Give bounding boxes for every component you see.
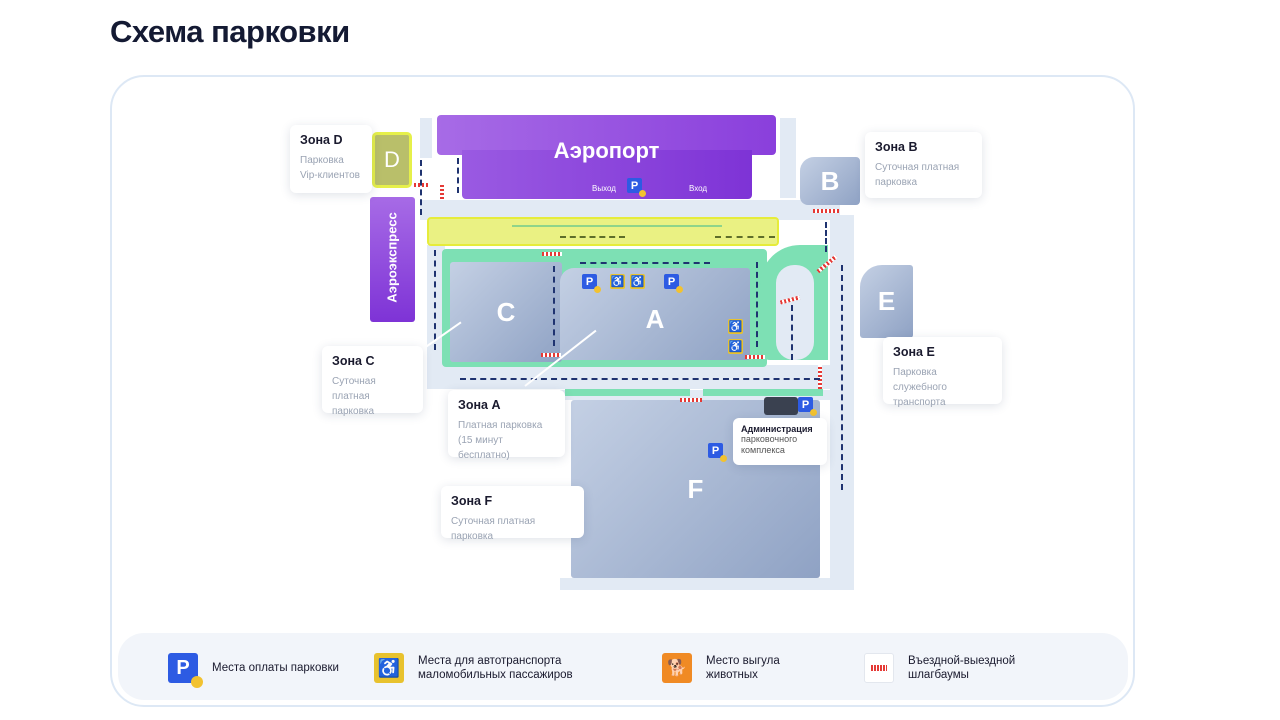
- green-strip: [565, 389, 690, 396]
- parking-payment-icon: P: [627, 178, 646, 197]
- callout-zone-c: Зона C Суточная платная парковка: [322, 346, 423, 417]
- callout-title: Администрация: [741, 424, 813, 434]
- callout-admin: Администрация парковочного комплекса: [733, 418, 827, 465]
- callout-text: парковка: [332, 406, 375, 417]
- barrier-icon: [818, 365, 822, 389]
- callout-text: (15 минут бесплатно): [458, 435, 510, 461]
- airport-label: Аэропорт: [553, 138, 660, 163]
- road: [560, 390, 830, 400]
- callout-text: комплекса: [741, 445, 785, 455]
- dog-icon: 🐕: [662, 653, 692, 683]
- callout-text: Суточная платная: [875, 162, 960, 173]
- callout-text: Платная парковка: [458, 420, 543, 431]
- callout-title: Зона E: [893, 345, 935, 359]
- wheelchair-icon: ♿: [374, 653, 404, 683]
- route-line: [580, 262, 710, 264]
- callout-zone-e: Зона E Парковка служебного транспорта: [883, 337, 1002, 408]
- parking-map-card: [110, 75, 1135, 707]
- route-line: [434, 250, 436, 350]
- barrier-icon: [414, 183, 430, 187]
- airport-building-lower: [462, 150, 752, 199]
- barrier-icon: [542, 252, 562, 256]
- legend: P Места оплаты парковки ♿ Места для авто…: [118, 633, 1128, 700]
- entrance-label: Вход: [689, 184, 708, 193]
- road: [427, 365, 847, 389]
- legend-item-barrier: Въездной-выездной шлагбаумы: [864, 653, 1028, 683]
- wheelchair-icon: ♿: [630, 274, 645, 289]
- barrier-icon: [440, 183, 444, 199]
- divider: [512, 225, 722, 227]
- callout-text: Суточная платная парковка: [451, 516, 536, 542]
- wheelchair-icon: ♿: [728, 319, 743, 334]
- route-line: [553, 266, 555, 346]
- zone-c[interactable]: C: [450, 262, 562, 362]
- route-line: [715, 236, 775, 238]
- route-line: [560, 236, 625, 238]
- legend-label: Въездной-выездной шлагбаумы: [908, 655, 1016, 681]
- route-line: [791, 305, 793, 360]
- callout-zone-b: Зона B Суточная платная парковка: [865, 132, 982, 198]
- route-line: [420, 160, 422, 215]
- callout-text: Суточная платная: [332, 376, 376, 402]
- barrier-icon: [680, 398, 702, 402]
- callout-title: Зона A: [458, 398, 501, 412]
- route-line: [457, 158, 459, 193]
- callout-text: парковочного: [741, 434, 798, 444]
- wheelchair-icon: ♿: [610, 274, 625, 289]
- route-line: [460, 378, 820, 380]
- callout-zone-f: Зона F Суточная платная парковка: [441, 486, 584, 542]
- callout-text: транспорта: [893, 397, 946, 408]
- route-line: [825, 222, 827, 252]
- page-title: Схема парковки: [110, 14, 350, 49]
- road: [780, 118, 796, 198]
- road: [560, 578, 850, 590]
- zone-b[interactable]: B: [800, 157, 860, 205]
- legend-label: Места оплаты парковки: [212, 662, 339, 674]
- parking-payment-icon: P: [798, 397, 817, 416]
- route-line: [841, 265, 843, 490]
- legend-label: Места для автотранспорта маломобильных п…: [418, 655, 573, 681]
- callout-zone-d: Зона D Парковка Vip-клиентов: [290, 125, 372, 193]
- barrier-icon: [813, 209, 839, 213]
- callout-zone-a: Зона A Платная парковка (15 минут беспла…: [448, 390, 565, 461]
- parking-payment-icon: P: [582, 274, 601, 293]
- legend-label: Место выгула животных: [706, 655, 780, 681]
- aeroexpress: [370, 197, 415, 322]
- barrier-icon: [864, 653, 894, 683]
- road: [420, 118, 432, 158]
- zone-e[interactable]: E: [860, 265, 913, 338]
- exit-label: Выход: [592, 184, 616, 193]
- route-line: [756, 262, 758, 347]
- legend-item-parking: P Места оплаты парковки: [168, 653, 339, 688]
- callout-text: Vip-клиентов: [300, 170, 360, 181]
- parking-payment-icon: P: [708, 443, 727, 462]
- aeroexpress-label: Аэроэкспресс: [384, 212, 400, 303]
- callout-title: Зона F: [451, 494, 493, 508]
- road: [420, 200, 840, 220]
- road-loop: [776, 265, 814, 360]
- callout-text: парковка: [875, 177, 918, 188]
- green-strip: [703, 389, 823, 396]
- parking-payment-icon: P: [168, 653, 203, 688]
- legend-item-accessible: ♿ Места для автотранспорта маломобильных…: [374, 653, 588, 683]
- callout-text: Парковка служебного: [893, 367, 947, 393]
- callout-title: Зона B: [875, 140, 918, 154]
- drop-off-zone: [427, 217, 779, 246]
- callout-title: Зона D: [300, 133, 343, 147]
- parking-payment-icon: P: [664, 274, 683, 293]
- airport-building: [437, 115, 776, 155]
- legend-item-pets: 🐕 Место выгула животных: [662, 653, 796, 683]
- wheelchair-icon: ♿: [728, 339, 743, 354]
- callout-text: Парковка: [300, 155, 344, 166]
- barrier-icon: [745, 355, 765, 359]
- admin-building: [764, 397, 798, 415]
- callout-title: Зона C: [332, 354, 375, 368]
- zone-d[interactable]: D: [372, 132, 412, 188]
- barrier-icon: [541, 353, 561, 357]
